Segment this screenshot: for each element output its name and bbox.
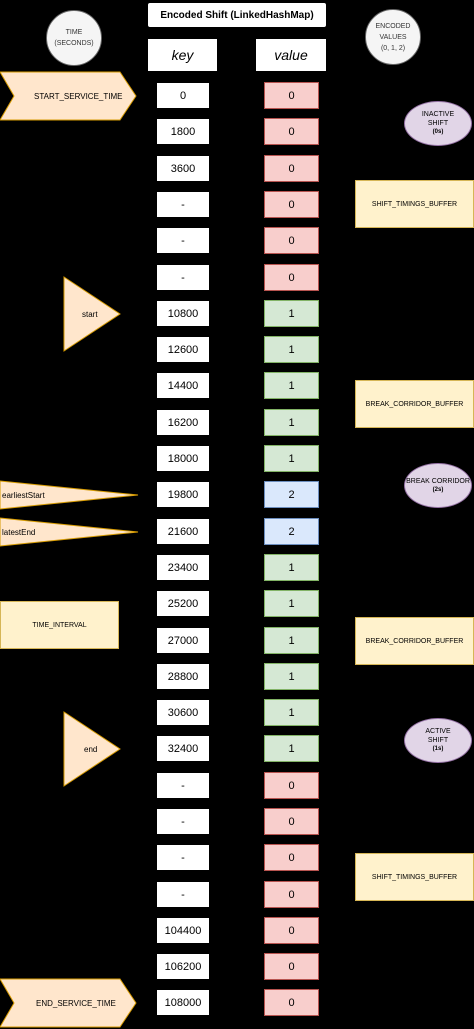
key-cell: 104400 [156,917,210,944]
key-cell: 3600 [156,155,210,182]
diagram-title: Encoded Shift (LinkedHashMap) [147,2,327,28]
value-cell: 2 [264,481,319,508]
start-marker-triangle [63,276,121,352]
inactive-shift-line2: SHIFT [427,120,449,127]
value-cell: 1 [264,445,319,472]
key-cell: 27000 [156,627,210,654]
earliest-start-marker [0,480,139,510]
break-corridor-code: (2s) [432,486,444,493]
key-cell: 10800 [156,300,210,327]
value-cell: 1 [264,663,319,690]
value-cell: 0 [264,772,319,799]
value-cell: 1 [264,409,319,436]
end-service-time-label: END_SERVICE_TIME [36,998,116,1008]
value-cell: 0 [264,155,319,182]
active-shift-line2: SHIFT [427,737,449,744]
break-corridor-buffer-upper: BREAK_CORRIDOR_BUFFER [355,380,474,428]
active-shift-line1: ACTIVE [425,728,451,735]
encoded-legend-line2: VALUES [379,33,407,41]
value-cell: 1 [264,300,319,327]
key-column-header: key [147,38,218,72]
latest-end-marker [0,517,139,547]
end-marker-label: end [84,744,98,754]
value-cell: 0 [264,264,319,291]
time-seconds-label: TIME (SECONDS) [54,29,94,47]
value-cell: 0 [264,881,319,908]
key-cell: - [156,772,210,799]
key-cell: - [156,881,210,908]
inactive-shift-line1: INACTIVE [421,111,455,118]
start-service-time-arrow [0,71,137,121]
time-seconds-legend: TIME (SECONDS) [46,10,102,66]
value-cell: 1 [264,735,319,762]
key-cell: 19800 [156,481,210,508]
value-column-header: value [255,38,327,72]
value-cell: 0 [264,844,319,871]
value-cell: 1 [264,590,319,617]
value-cell: 0 [264,191,319,218]
end-service-time-arrow [0,978,137,1028]
earliest-start-label: earliestStart [2,490,45,500]
shift-timings-buffer-bottom: SHIFT_TIMINGS_BUFFER [355,853,474,901]
key-cell: 30600 [156,699,210,726]
value-cell: 0 [264,989,319,1016]
start-marker-label: start [82,309,98,319]
key-cell: 12600 [156,336,210,363]
key-cell: - [156,191,210,218]
key-cell: 32400 [156,735,210,762]
value-cell: 1 [264,627,319,654]
value-cell: 0 [264,227,319,254]
key-cell: - [156,227,210,254]
shift-timings-buffer-top: SHIFT_TIMINGS_BUFFER [355,180,474,228]
time-interval-box: TIME_INTERVAL [0,601,119,649]
key-cell: 1800 [156,118,210,145]
inactive-shift-code: (0s) [432,129,444,135]
key-cell: 28800 [156,663,210,690]
value-cell: 1 [264,699,319,726]
key-cell: 21600 [156,518,210,545]
encoded-legend-line3: (0, 1, 2) [380,44,406,52]
break-corridor-ellipse: BREAK CORRIDOR (2s) [404,463,472,508]
key-cell: 16200 [156,409,210,436]
key-cell: 23400 [156,554,210,581]
latest-end-label: latestEnd [2,527,36,537]
active-shift-ellipse: ACTIVE SHIFT (1s) [404,718,472,763]
break-corridor-line1: BREAK CORRIDOR [406,477,470,485]
key-cell: 106200 [156,953,210,980]
key-cell: - [156,264,210,291]
start-service-time-label: START_SERVICE_TIME [34,91,123,101]
key-cell: 18000 [156,445,210,472]
break-corridor-buffer-lower: BREAK_CORRIDOR_BUFFER [355,617,474,665]
value-cell: 2 [264,518,319,545]
value-cell: 1 [264,372,319,399]
active-shift-code: (1s) [432,746,444,752]
key-cell: 108000 [156,989,210,1016]
end-marker-triangle [63,711,121,787]
key-cell: 25200 [156,590,210,617]
value-cell: 0 [264,118,319,145]
key-cell: 0 [156,82,210,109]
value-cell: 0 [264,917,319,944]
key-cell: 14400 [156,372,210,399]
value-cell: 0 [264,82,319,109]
value-cell: 0 [264,808,319,835]
value-cell: 1 [264,336,319,363]
encoded-values-legend: ENCODED VALUES (0, 1, 2) [365,9,421,65]
key-cell: - [156,808,210,835]
value-cell: 0 [264,953,319,980]
encoded-legend-line1: ENCODED [375,22,411,30]
value-cell: 1 [264,554,319,581]
key-cell: - [156,844,210,871]
inactive-shift-ellipse: INACTIVE SHIFT (0s) [404,101,472,146]
